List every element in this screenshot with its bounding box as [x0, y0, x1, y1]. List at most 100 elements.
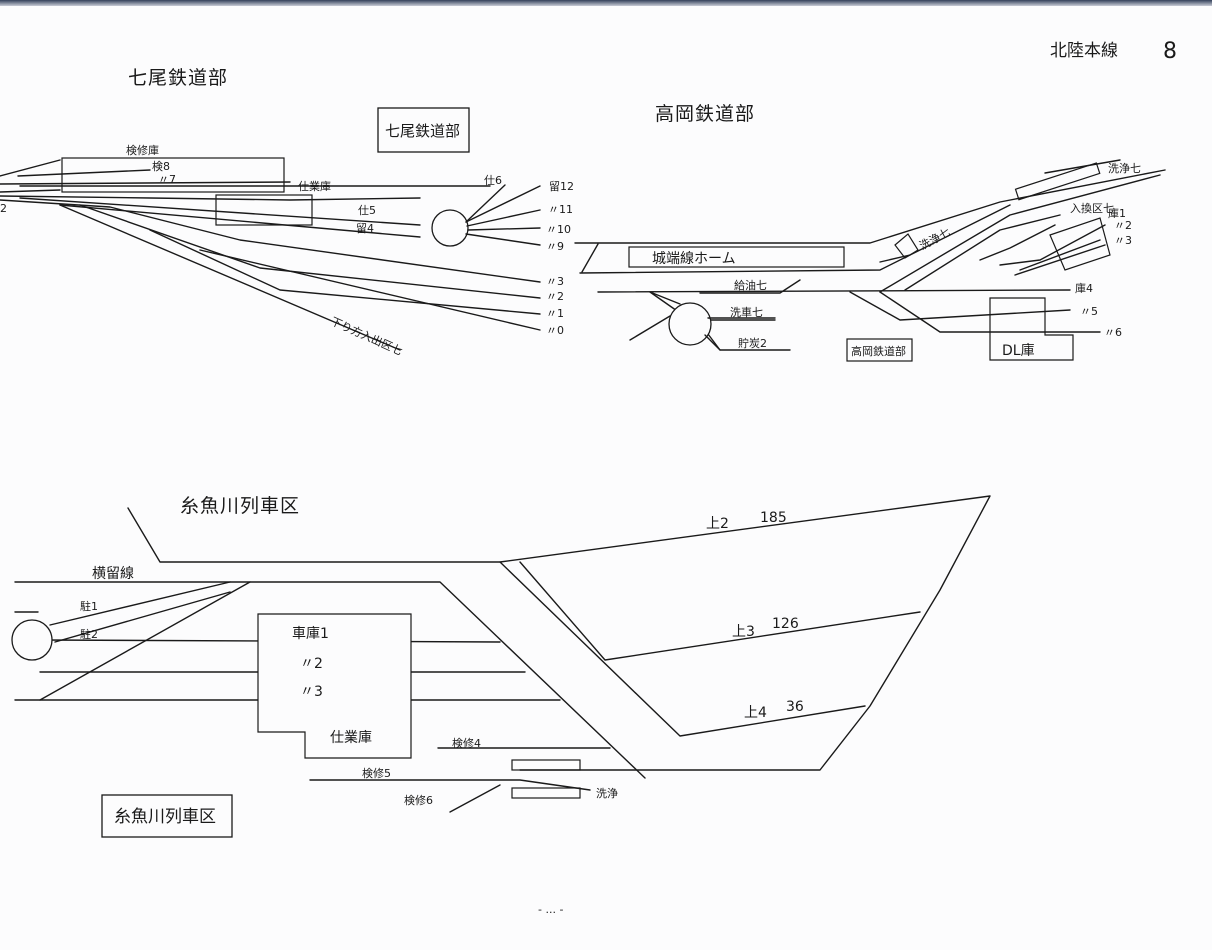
nanao-kenshu8-label: 検8: [152, 159, 170, 173]
nanao-shiwake5-label: 仕5: [358, 204, 376, 217]
takaoka-wash-building: [1014, 162, 1101, 201]
nanao-tt-spoke-2: [466, 209, 541, 227]
nanao-title: 七尾鉄道部: [128, 67, 228, 89]
takaoka-tt-spoke-3: [629, 315, 671, 341]
takaoka-kyuyu-label: 給油七: [734, 278, 767, 292]
takaoka-tt-spoke-2: [704, 334, 721, 351]
nanao-ryu6-label: 仕6: [484, 174, 502, 187]
takaoka-choryu-label: 貯炭2: [738, 337, 767, 350]
takaoka-ko6-label: 〃6: [1104, 326, 1122, 339]
nanao-track-f: [0, 195, 421, 201]
nanao-shiwake-building: [215, 194, 313, 226]
takaoka-ko1-label: 庫1: [1108, 206, 1126, 220]
takaoka-track-16: [1044, 159, 1121, 174]
itoigawa-kenshu5-track: [309, 779, 591, 791]
itoigawa-kenshu6-label: 検修6: [404, 793, 433, 807]
nanao-section: 七尾鉄道部 七尾鉄道部: [0, 67, 574, 358]
header-line-name: 北陸本線: [1050, 41, 1118, 61]
itoigawa-shed: [257, 613, 412, 759]
nanao-ryu10-label: 〃10: [546, 223, 571, 236]
takaoka-platform-label: 城端線ホーム: [652, 251, 736, 267]
nanao-kenshu-label: 検修庫: [126, 143, 159, 157]
itoigawa-up2-label: 上2: [706, 516, 729, 532]
nanao-track-g: [19, 197, 421, 226]
nanao-kenshu-building: [61, 157, 285, 193]
takaoka-senjo-label: 洗車七: [730, 305, 763, 319]
itoigawa-sha2-label: 〃2: [300, 656, 323, 672]
takaoka-turntable: [668, 302, 712, 346]
itoigawa-turntable: [11, 619, 53, 661]
takaoka-tt-spoke-4: [649, 291, 681, 305]
nanao-ryu2-label: 〃2: [546, 290, 564, 303]
itoigawa-horyu-label: 横留線: [92, 566, 134, 582]
nanao-track-i: [0, 199, 541, 283]
nanao-track-k: [149, 229, 541, 315]
takaoka-track-2: [579, 204, 1011, 274]
header-page-no: 8: [1163, 39, 1177, 64]
itoigawa-kenshu6-track: [449, 784, 501, 813]
nanao-track-j: [79, 204, 541, 299]
takaoka-dl-label: DL庫: [1002, 342, 1035, 359]
itoigawa-diagonal-3: [54, 591, 231, 643]
takaoka-track-13: [1019, 239, 1101, 271]
itoigawa-box: [101, 794, 233, 838]
takaoka-box: [846, 338, 913, 362]
itoigawa-up3-len: 126: [772, 616, 799, 632]
itoigawa-horyu-line: [14, 581, 646, 779]
nanao-ryu0-label: 〃0: [546, 324, 564, 337]
nanao-tt-spoke-4: [465, 233, 541, 246]
takaoka-ko5-label: 〃5: [1080, 305, 1098, 318]
takaoka-koshu-label: 入換区七: [1070, 202, 1114, 215]
nanao-branch-label: 下り方入出区七: [329, 314, 405, 358]
nanao-tt-spoke-3: [467, 227, 541, 231]
takaoka-box-label: 高岡鉄道部: [851, 344, 906, 358]
nanao-ryu11-label: 〃11: [548, 203, 573, 216]
itoigawa-section: 糸魚川列車区 糸魚川列車区 横: [11, 495, 991, 838]
itoigawa-sha3-label: 〃3: [300, 684, 323, 700]
takaoka-ko4-label: 庫4: [1075, 281, 1093, 295]
itoigawa-diagonal-2: [49, 581, 231, 626]
takaoka-track-main: [574, 169, 1166, 244]
nanao-tt-spoke-5: [465, 184, 506, 223]
nanao-kenshu7-label: 〃7: [158, 173, 176, 186]
footer-page-marker: - ... -: [538, 903, 563, 916]
takaoka-track-4: [597, 289, 1071, 293]
itoigawa-kenshu5-label: 検修5: [362, 766, 391, 780]
nanao-ryu3-label: 〃3: [546, 275, 564, 288]
nanao-tt-spoke-1: [465, 185, 541, 223]
takaoka-track-3: [581, 243, 599, 273]
takaoka-dl-depot: [989, 297, 1074, 361]
takaoka-track-11: [979, 224, 1056, 261]
takaoka-title: 高岡鉄道部: [655, 103, 755, 125]
itoigawa-diagonal-1: [39, 581, 251, 701]
itoigawa-up4-label: 上4: [744, 705, 767, 721]
nanao-box-label: 七尾鉄道部: [385, 122, 460, 140]
itoigawa-up4-len: 36: [786, 699, 804, 715]
nanao-track-branch: [59, 204, 401, 351]
takaoka-track-6: [699, 279, 801, 294]
takaoka-track-14: [1014, 244, 1106, 276]
nanao-ryu1-label: 〃1: [546, 307, 564, 320]
takaoka-track-8: [879, 291, 1101, 333]
itoigawa-senjo-label: 洗浄: [596, 786, 618, 800]
itoigawa-wash-platform-1: [511, 759, 581, 771]
nanao-ryu12-label: 留12: [549, 180, 574, 193]
nanao-track-b: [0, 181, 291, 185]
page-top-edge: [0, 0, 1212, 6]
nanao-track-c: [17, 169, 151, 177]
takaoka-platform: [628, 246, 845, 268]
itoigawa-wash-platform-2: [511, 787, 581, 799]
takaoka-senjo-top-label: 洗浄七: [1108, 161, 1141, 175]
itoigawa-title: 糸魚川列車区: [180, 495, 300, 517]
itoigawa-chu1-label: 駐1: [80, 599, 98, 613]
takaoka-small-building: [894, 233, 919, 259]
nanao-turntable: [431, 209, 469, 247]
nanao-ryu4-label: 留4: [356, 222, 374, 235]
itoigawa-inner-track-mid: [519, 561, 921, 661]
itoigawa-up2-len: 185: [760, 510, 787, 526]
nanao-edge-label: 2: [0, 202, 7, 215]
itoigawa-chu2-label: 駐2: [80, 627, 98, 641]
itoigawa-inner-track-lower: [499, 561, 866, 737]
